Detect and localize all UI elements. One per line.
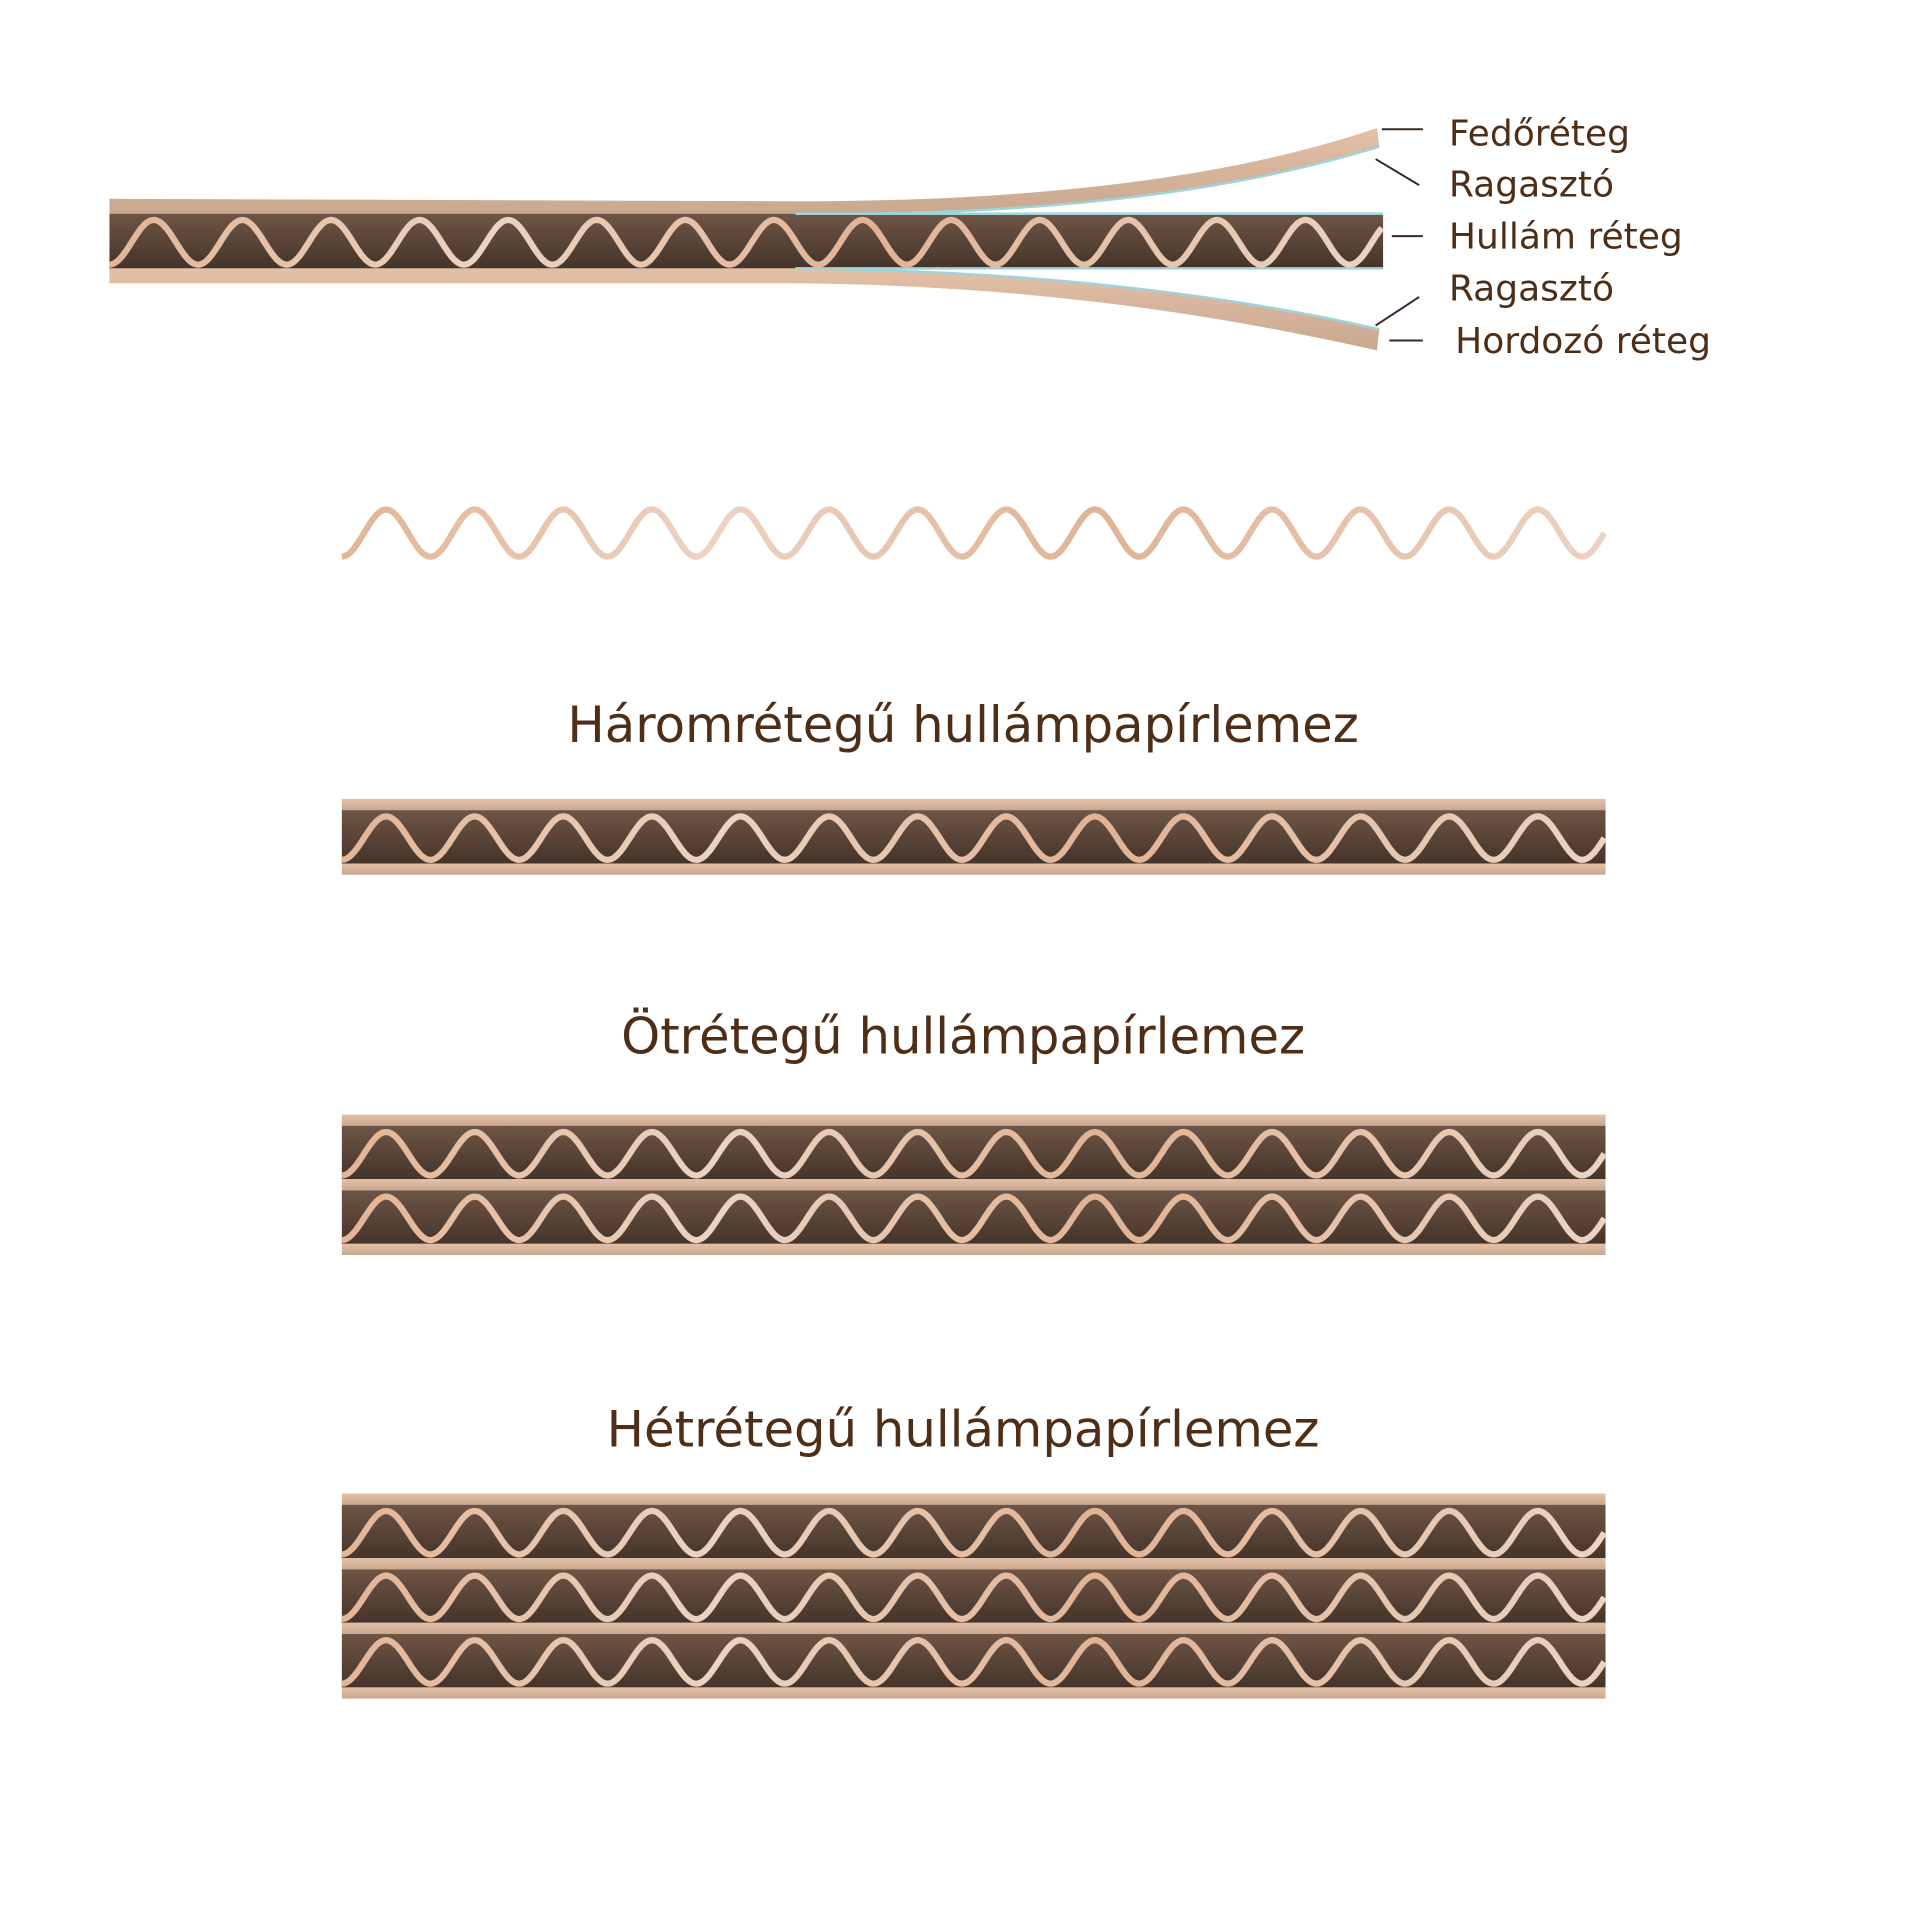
liner (341, 1243, 1606, 1255)
liner (341, 1622, 1606, 1634)
liner (341, 1558, 1606, 1570)
flute-wave (341, 506, 1607, 560)
title-five-layer: Ötrétegű hullámpapírlemez (621, 1008, 1305, 1066)
liner (341, 1493, 1606, 1505)
title-seven-layer: Hétrétegű hullámpapírlemez (607, 1400, 1320, 1458)
label-carrier: Hordozó réteg (1455, 321, 1711, 362)
flute-wave (341, 1507, 1607, 1558)
flute-wave (341, 1572, 1607, 1623)
flute-wave (341, 1637, 1607, 1687)
arrow-glue-top (1375, 158, 1420, 186)
arrow-glue-bottom (1375, 296, 1420, 327)
label-glue-bottom: Ragasztó (1449, 269, 1614, 310)
carrier-liner (109, 268, 1380, 351)
board-five-layer (341, 1114, 1607, 1255)
label-flute: Hullám réteg (1449, 217, 1683, 258)
flute-wave (341, 1193, 1607, 1244)
cover-liner (109, 127, 1380, 214)
glue-line-bottom (795, 267, 1380, 331)
liner (341, 863, 1606, 875)
liner (341, 1179, 1606, 1191)
loose-flute-wave (341, 506, 1607, 560)
flute-wave (341, 1128, 1607, 1179)
label-arrows (1375, 128, 1423, 342)
flute-wave (109, 216, 1385, 268)
liner (341, 1687, 1606, 1699)
liner (341, 798, 1606, 811)
board-seven-layer (341, 1493, 1607, 1699)
liner (341, 1114, 1606, 1126)
label-cover: Fedőréteg (1449, 113, 1630, 154)
exploded-board: Fedőréteg Ragasztó Hullám réteg Ragasztó… (109, 113, 1711, 362)
flute-wave (341, 813, 1607, 863)
title-three-layer: Háromrétegű hullámpapírlemez (567, 696, 1358, 754)
board-three-layer (341, 798, 1607, 875)
label-glue-top: Ragasztó (1449, 164, 1614, 205)
